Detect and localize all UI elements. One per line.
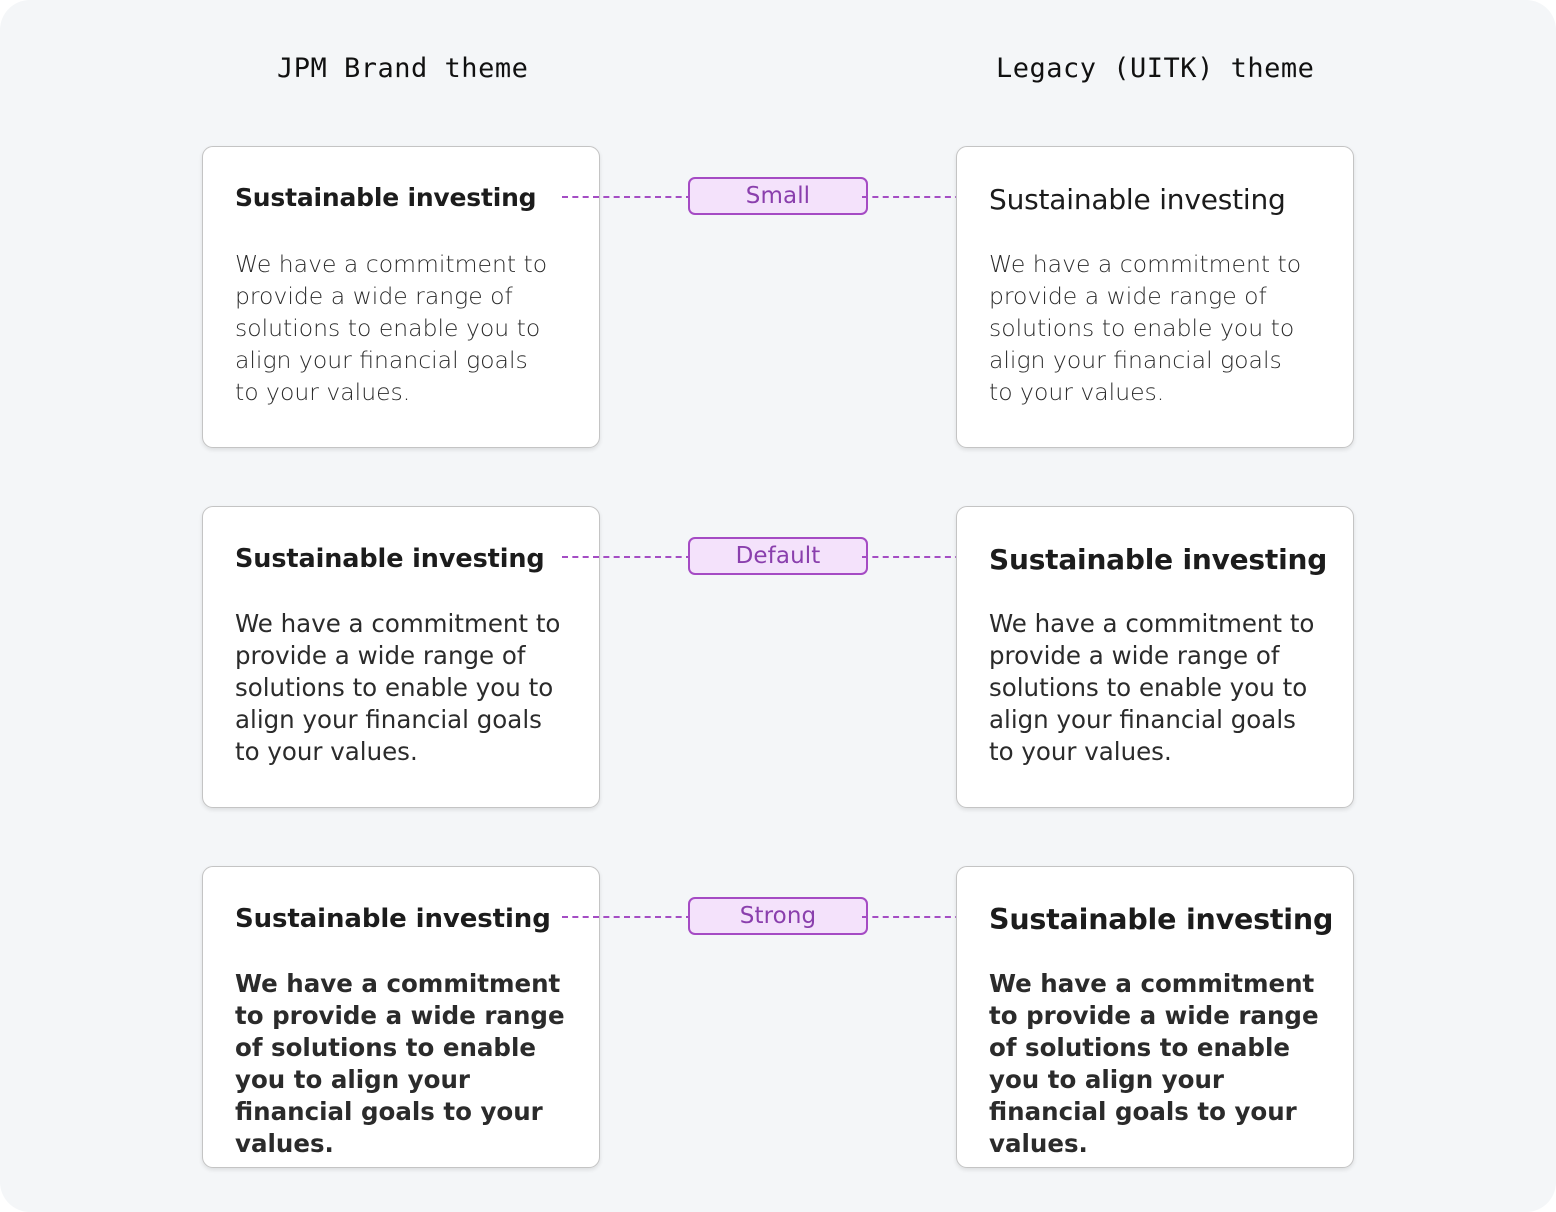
connector-line-left bbox=[562, 556, 692, 558]
connector-line-right bbox=[862, 556, 982, 558]
card-content: Sustainable investing We have a commitme… bbox=[235, 867, 573, 1167]
emphasis-badge-small[interactable]: Small bbox=[688, 177, 868, 215]
column-header-right: Legacy (UITK) theme bbox=[996, 53, 1315, 84]
card-content: Sustainable investing We have a commitme… bbox=[235, 147, 573, 447]
card-jpm-small[interactable]: Sustainable investing We have a commitme… bbox=[202, 146, 600, 448]
card-uitk-default[interactable]: Sustainable investing We have a commitme… bbox=[956, 506, 1354, 808]
card-body: We have a commitment to provide a wide r… bbox=[989, 250, 1302, 406]
connector-line-left bbox=[562, 916, 692, 918]
comparison-row-strong: Sustainable investing We have a commitme… bbox=[0, 866, 1556, 1168]
card-title: Sustainable investing bbox=[989, 903, 1334, 936]
card-body: We have a commitment to provide a wide r… bbox=[235, 609, 561, 766]
emphasis-badge-default[interactable]: Default bbox=[688, 537, 868, 575]
card-body: We have a commitment to provide a wide r… bbox=[235, 969, 565, 1158]
connector-line-right bbox=[862, 916, 982, 918]
card-jpm-strong[interactable]: Sustainable investing We have a commitme… bbox=[202, 866, 600, 1168]
card-title: Sustainable investing bbox=[989, 543, 1328, 576]
column-header-left: JPM Brand theme bbox=[277, 53, 529, 84]
card-content: Sustainable investing We have a commitme… bbox=[989, 507, 1327, 807]
comparison-row-small: Sustainable investing We have a commitme… bbox=[0, 146, 1556, 448]
card-title: Sustainable investing bbox=[235, 544, 545, 574]
connector-line-left bbox=[562, 196, 692, 198]
card-jpm-default[interactable]: Sustainable investing We have a commitme… bbox=[202, 506, 600, 808]
card-title: Sustainable investing bbox=[989, 183, 1286, 216]
comparison-row-default: Sustainable investing We have a commitme… bbox=[0, 506, 1556, 808]
card-content: Sustainable investing We have a commitme… bbox=[235, 507, 573, 807]
card-body: We have a commitment to provide a wide r… bbox=[989, 969, 1319, 1158]
connector-line-right bbox=[862, 196, 982, 198]
card-uitk-strong[interactable]: Sustainable investing We have a commitme… bbox=[956, 866, 1354, 1168]
card-content: Sustainable investing We have a commitme… bbox=[989, 867, 1333, 1167]
card-body: We have a commitment to provide a wide r… bbox=[235, 250, 548, 406]
card-content: Sustainable investing We have a commitme… bbox=[989, 147, 1327, 447]
emphasis-badge-strong[interactable]: Strong bbox=[688, 897, 868, 935]
card-body: We have a commitment to provide a wide r… bbox=[989, 609, 1315, 766]
card-title: Sustainable investing bbox=[235, 904, 551, 934]
card-uitk-small[interactable]: Sustainable investing We have a commitme… bbox=[956, 146, 1354, 448]
card-title: Sustainable investing bbox=[235, 183, 537, 212]
